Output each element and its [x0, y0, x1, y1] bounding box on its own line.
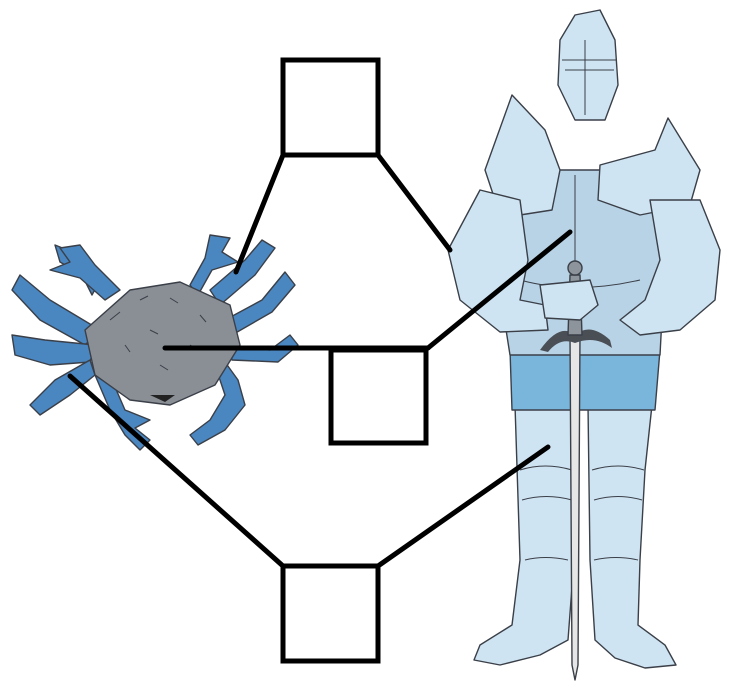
knight-illustration	[448, 10, 720, 680]
knight-sword-pommel	[568, 261, 582, 275]
knight-tunic	[510, 350, 660, 410]
connector-bottom-to-crab	[70, 376, 283, 566]
label-box-middle[interactable]	[331, 350, 426, 443]
label-box-top[interactable]	[283, 60, 378, 155]
knight-left-leg	[474, 405, 578, 665]
crab-illustration	[12, 235, 298, 450]
knight-sword-blade	[570, 335, 580, 680]
knight-right-leg	[588, 405, 676, 668]
connector-top-to-knight	[378, 155, 450, 250]
knight-helmet	[558, 10, 618, 120]
label-box-bottom[interactable]	[283, 566, 378, 661]
